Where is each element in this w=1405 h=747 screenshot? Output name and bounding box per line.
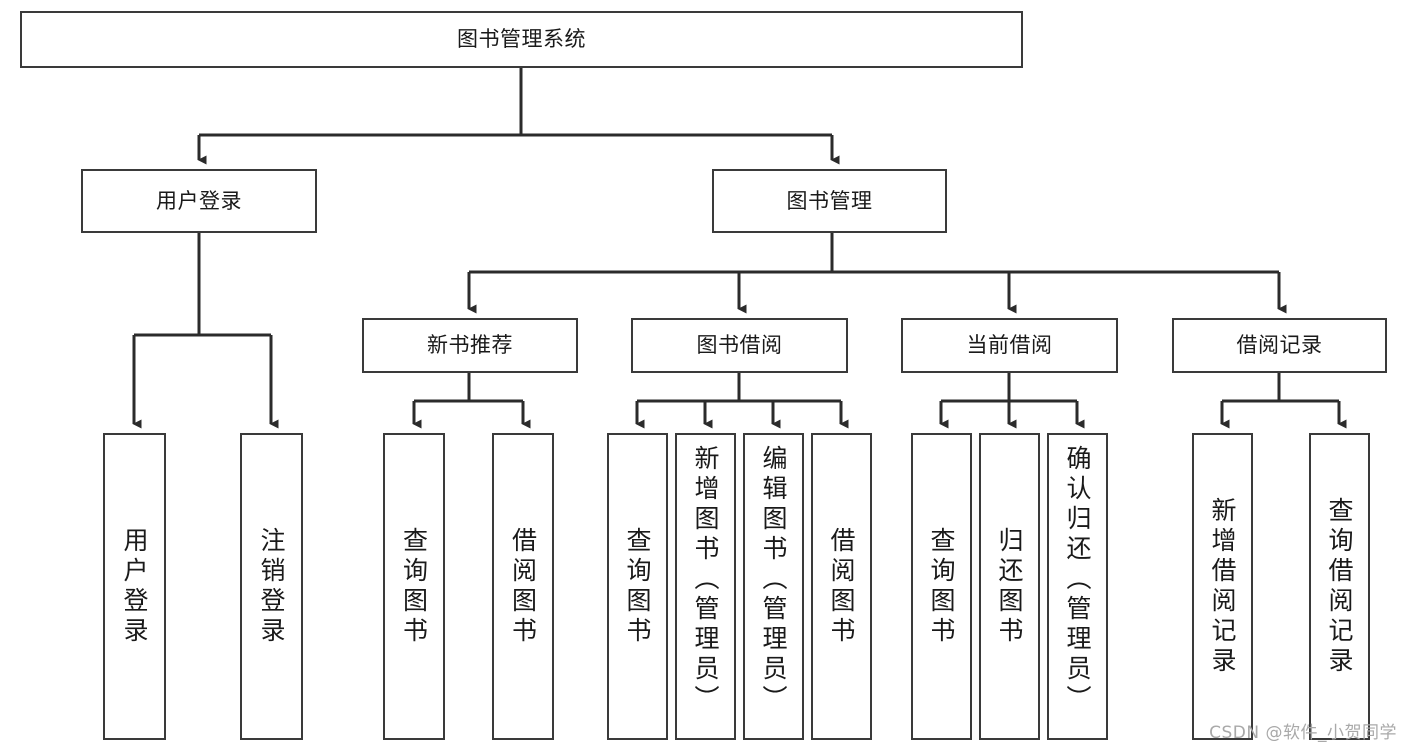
leaf-query-books-borrow[interactable]: 查询图书 — [607, 433, 668, 740]
leaf-label: 查询借阅记录 — [1325, 496, 1354, 677]
leaf-edit-book-admin[interactable]: 编辑图书（管理员） — [743, 433, 804, 740]
leaf-borrow-books-recommend[interactable]: 借阅图书 — [492, 433, 554, 740]
csdn-watermark: CSDN @软件_小贺同学 — [1209, 723, 1397, 743]
node-book-borrow[interactable]: 图书借阅 — [631, 318, 848, 373]
node-book-management[interactable]: 图书管理 — [712, 169, 947, 233]
node-label: 借阅记录 — [1236, 333, 1323, 358]
leaf-label: 确认归还（管理员） — [1063, 445, 1092, 715]
leaf-label: 用户登录 — [120, 526, 149, 647]
leaf-query-books-current[interactable]: 查询图书 — [911, 433, 972, 740]
leaf-label: 借阅图书 — [508, 526, 538, 647]
node-label: 用户登录 — [156, 188, 242, 213]
leaf-label: 查询图书 — [623, 526, 652, 647]
node-borrow-records[interactable]: 借阅记录 — [1172, 318, 1387, 373]
leaf-label: 新增借阅记录 — [1208, 496, 1237, 677]
node-root-book-management-system[interactable]: 图书管理系统 — [20, 11, 1023, 68]
node-label: 图书借阅 — [696, 333, 783, 358]
node-label: 图书管理系统 — [457, 27, 586, 52]
leaf-label: 查询图书 — [399, 526, 429, 647]
leaf-query-books-recommend[interactable]: 查询图书 — [383, 433, 445, 740]
leaf-label: 注销登录 — [257, 526, 286, 647]
leaf-label: 新增图书（管理员） — [691, 445, 720, 715]
leaf-label: 编辑图书（管理员） — [759, 445, 788, 715]
leaf-borrow-book[interactable]: 借阅图书 — [811, 433, 872, 740]
node-new-book-recommend[interactable]: 新书推荐 — [362, 318, 578, 373]
leaf-add-book-admin[interactable]: 新增图书（管理员） — [675, 433, 736, 740]
leaf-add-borrow-record[interactable]: 新增借阅记录 — [1192, 433, 1253, 740]
node-current-borrow[interactable]: 当前借阅 — [901, 318, 1118, 373]
leaf-return-book[interactable]: 归还图书 — [979, 433, 1040, 740]
node-label: 新书推荐 — [427, 333, 513, 358]
leaf-label: 查询图书 — [927, 526, 956, 647]
leaf-label: 借阅图书 — [827, 526, 856, 647]
leaf-label: 归还图书 — [995, 526, 1024, 647]
node-label: 当前借阅 — [966, 333, 1053, 358]
node-user-login[interactable]: 用户登录 — [81, 169, 317, 233]
node-label: 图书管理 — [786, 188, 873, 213]
leaf-logout[interactable]: 注销登录 — [240, 433, 303, 740]
leaf-query-borrow-record[interactable]: 查询借阅记录 — [1309, 433, 1370, 740]
leaf-user-login[interactable]: 用户登录 — [103, 433, 166, 740]
leaf-confirm-return-admin[interactable]: 确认归还（管理员） — [1047, 433, 1108, 740]
